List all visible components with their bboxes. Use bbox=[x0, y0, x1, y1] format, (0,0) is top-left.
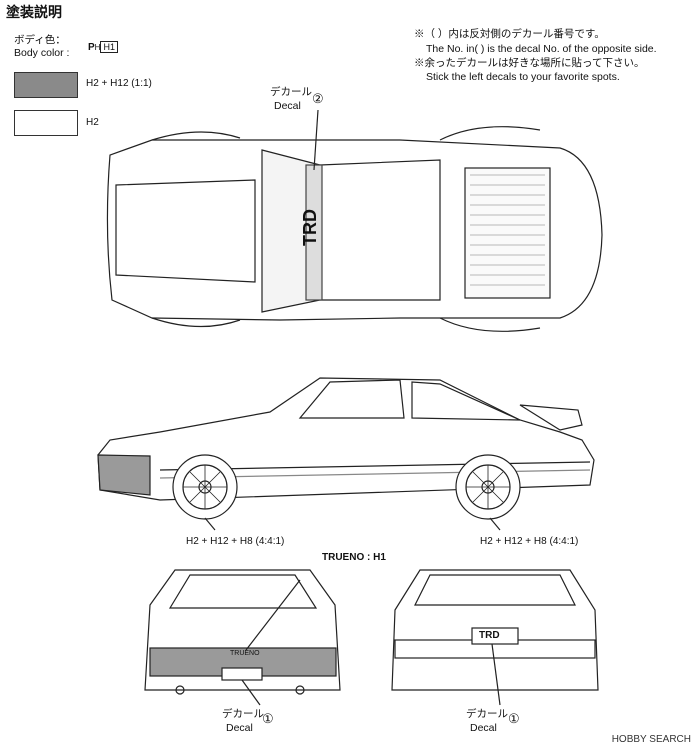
rear-view bbox=[391, 569, 599, 706]
front-plate-label: TRUENO bbox=[230, 650, 260, 657]
note-line2-en: Stick the left decals to your favorite s… bbox=[426, 71, 620, 83]
top-decal-no: ② bbox=[312, 91, 324, 106]
front-view bbox=[144, 569, 341, 706]
body-color-label-jp: ボディ色： bbox=[14, 34, 66, 46]
front-decal-no: ① bbox=[262, 711, 274, 726]
note-line2-jp: ※余ったデカールは好きな場所に貼って下さい。 bbox=[414, 57, 645, 69]
side-view bbox=[97, 377, 595, 531]
rear-brand-label: TRD bbox=[479, 630, 500, 641]
note-line1-jp: ※（ ）内は反対側のデカール番号です。 bbox=[414, 28, 605, 40]
watermark: HOBBY SEARCH bbox=[611, 734, 691, 745]
swatch-gray bbox=[14, 72, 78, 98]
hood-brand-label: TRD bbox=[300, 209, 320, 246]
body-color-label-en: Body color : bbox=[14, 47, 70, 59]
legend-code-white: H2 bbox=[86, 117, 99, 128]
legend-code-gray: H2 + H12 (1:1) bbox=[86, 78, 152, 89]
rear-decal-no: ① bbox=[508, 711, 520, 726]
side-left-mix: H2 + H12 + H8 (4:4:1) bbox=[186, 536, 285, 547]
trueno-label: TRUENO : H1 bbox=[322, 552, 386, 563]
rear-decal-en: Decal bbox=[470, 722, 497, 734]
top-decal-jp: デカール bbox=[270, 86, 312, 98]
top-view bbox=[106, 109, 603, 332]
note-line1-en: The No. in( ) is the decal No. of the op… bbox=[426, 43, 657, 55]
front-decal-jp: デカール bbox=[222, 708, 264, 720]
page-title: 塗装説明 bbox=[6, 4, 62, 20]
swatch-white bbox=[14, 110, 78, 136]
rear-decal-jp: デカール bbox=[466, 708, 508, 720]
side-right-mix: H2 + H12 + H8 (4:4:1) bbox=[480, 536, 579, 547]
front-decal-en: Decal bbox=[226, 722, 253, 734]
top-decal-en: Decal bbox=[274, 100, 301, 112]
